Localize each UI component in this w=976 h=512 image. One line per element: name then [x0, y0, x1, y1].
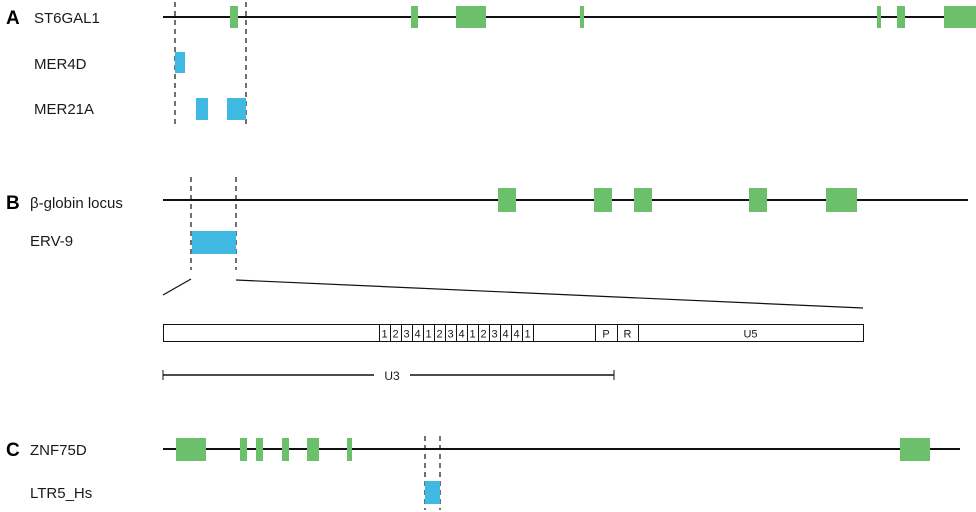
exon-box: [347, 438, 352, 461]
exon-box: [877, 6, 881, 28]
exon-box: [230, 6, 238, 28]
panel-a-gene-label: ST6GAL1: [34, 10, 100, 27]
panel-b-repeat-label: ERV-9: [30, 233, 73, 250]
exon-box: [411, 6, 418, 28]
ltr-segment-label: 3: [403, 329, 409, 341]
repeat-box: [175, 52, 185, 73]
panel-a-repeat-label-1: MER4D: [34, 56, 87, 73]
panel-a-letter: A: [6, 8, 20, 29]
u3-label: U3: [384, 369, 400, 383]
panel-c-letter: C: [6, 440, 20, 461]
exon-box: [580, 6, 584, 28]
repeat-box: [425, 481, 440, 504]
exon-box: [944, 6, 976, 28]
panel-b-gene-label: β-globin locus: [30, 195, 123, 212]
ltr-segment-label: P: [602, 329, 609, 341]
ltr-segment-label: 4: [458, 329, 464, 341]
ltr-segment-label: R: [624, 329, 632, 341]
zoom-line-left: [162, 278, 192, 296]
ltr-structure-bar: [163, 324, 864, 342]
panel-a: A ST6GAL1 MER4D MER21A: [6, 2, 976, 124]
exon-box: [176, 438, 206, 461]
panel-c-gene-label: ZNF75D: [30, 442, 87, 459]
exon-box: [749, 188, 767, 212]
exon-box: [826, 188, 857, 212]
ltr-segment-label: 1: [381, 329, 387, 341]
exon-box: [256, 438, 263, 461]
exon-box: [240, 438, 247, 461]
exon-box: [634, 188, 652, 212]
ltr-segment-label: 1: [524, 329, 530, 341]
exon-box: [900, 438, 930, 461]
exon-box: [594, 188, 612, 212]
exon-box: [456, 6, 486, 28]
panel-c: C ZNF75D LTR5_Hs: [6, 436, 960, 510]
repeat-box: [196, 98, 208, 120]
ltr-segment-label: 3: [491, 329, 497, 341]
panel-c-repeat-label: LTR5_Hs: [30, 485, 92, 502]
exon-box: [282, 438, 289, 461]
ltr-segment-label: U5: [743, 329, 757, 341]
panel-a-repeat-label-2: MER21A: [34, 101, 94, 118]
repeat-box: [192, 231, 236, 254]
repeat-box: [227, 98, 246, 120]
ltr-segment-label: 1: [469, 329, 475, 341]
exon-box: [307, 438, 319, 461]
zoom-line-right: [235, 279, 864, 309]
ltr-segment-label: 1: [425, 329, 431, 341]
ltr-segment-label: 2: [436, 329, 442, 341]
ltr-segment-label: 3: [447, 329, 453, 341]
ltr-segment-label: 4: [513, 329, 519, 341]
ltr-segment-label: 4: [502, 329, 508, 341]
panel-b-letter: B: [6, 193, 20, 214]
ltr-segment-label: 2: [480, 329, 486, 341]
ltr-segment-label: 2: [392, 329, 398, 341]
exon-box: [498, 188, 516, 212]
exon-box: [897, 6, 905, 28]
ltr-segment-label: 4: [414, 329, 420, 341]
